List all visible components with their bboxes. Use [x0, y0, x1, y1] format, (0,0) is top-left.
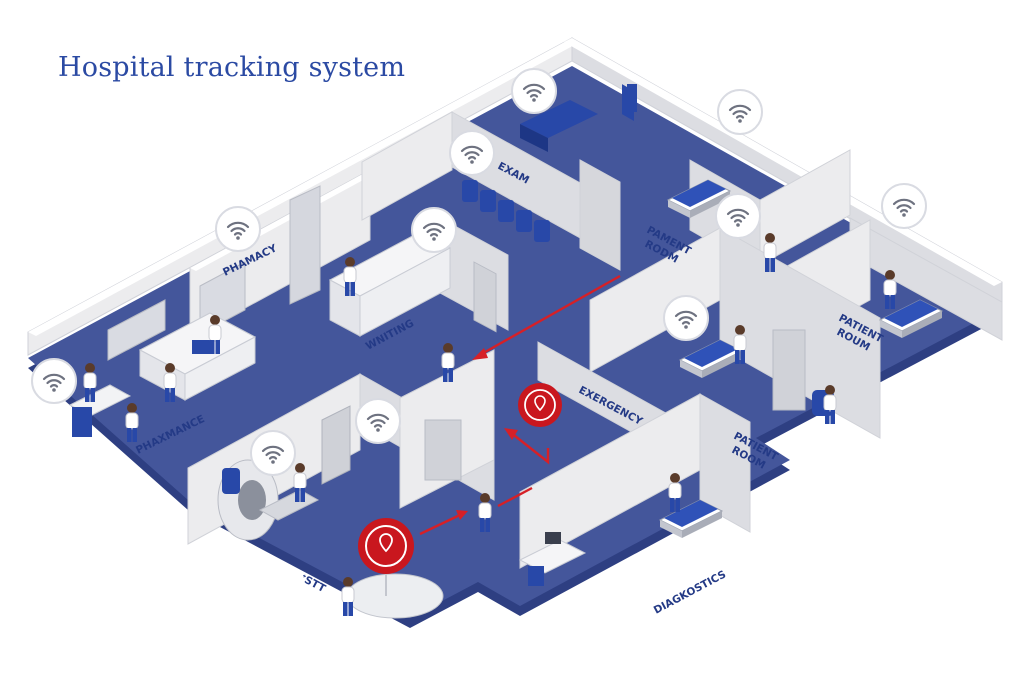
waiting-chairs	[462, 180, 550, 242]
wifi-sensor-icon	[714, 192, 762, 240]
wifi-sensor-icon	[510, 67, 558, 115]
tracking-arrow-icon	[509, 431, 550, 465]
person	[341, 576, 355, 617]
tracking-arrow-icon	[419, 512, 463, 536]
wifi-sensor-icon	[30, 357, 78, 405]
person	[823, 384, 837, 425]
wifi-sensor-icon	[354, 397, 402, 445]
wifi-sensor-icon	[249, 429, 297, 477]
tracking-arrow-icon	[497, 486, 533, 508]
page-title: Hospital tracking system	[58, 52, 406, 83]
location-beacons	[358, 383, 562, 596]
location-beacon-icon	[518, 383, 562, 427]
location-beacon-icon	[358, 518, 414, 596]
wifi-sensor-icon	[410, 206, 458, 254]
room-label-diagnostics: DIAGKOSTICS	[652, 568, 728, 616]
wifi-sensor-icon	[716, 88, 764, 136]
wifi-sensor-icon	[662, 294, 710, 342]
tracking-arrow-icon	[477, 274, 621, 358]
wifi-sensor-icon	[448, 129, 496, 177]
mri-scanner	[217, 459, 320, 541]
wifi-sensor-icon	[214, 205, 262, 253]
wifi-sensor-icon	[880, 182, 928, 230]
tracking-path	[419, 274, 621, 536]
